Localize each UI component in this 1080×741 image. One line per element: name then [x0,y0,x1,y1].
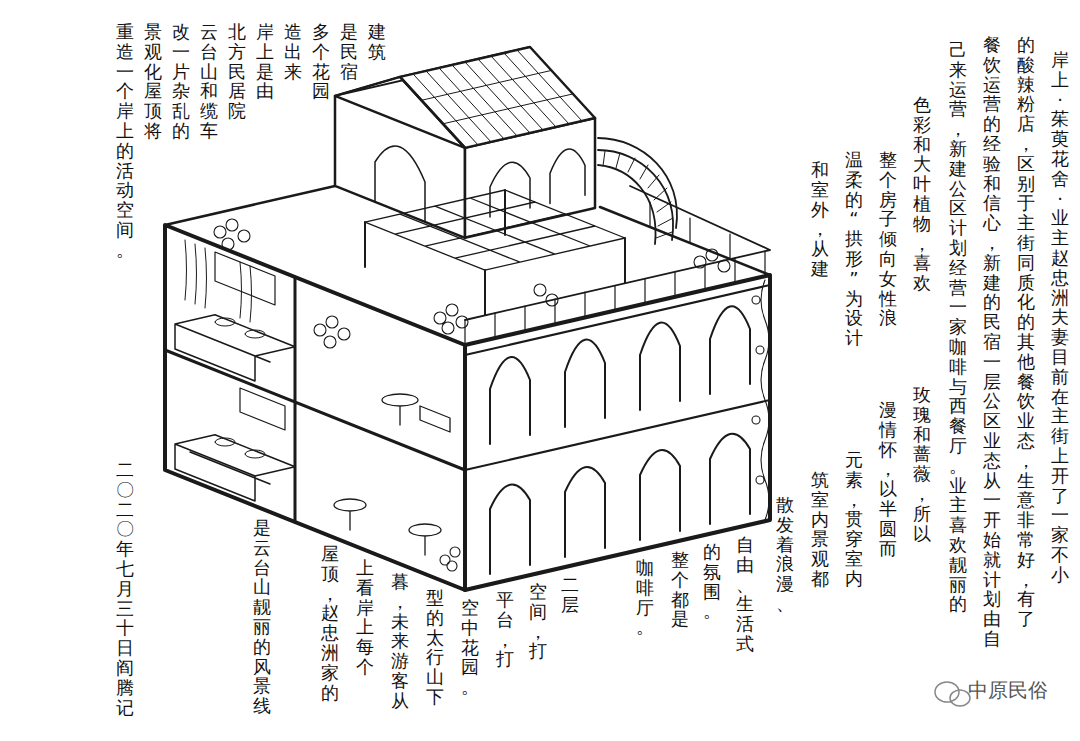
vertical-note: 云台山和缆车 [200,22,218,141]
bed [175,315,295,381]
pergola-grid [365,190,625,270]
vertical-note: 空间，打 [529,582,547,661]
vertical-note: 暮，未来游客从 [391,572,409,711]
vertical-note: 造出来 [284,22,302,81]
cafe-tables [334,499,441,555]
vertical-note: 型的太行山下 [426,588,444,707]
facade-floor-line [465,285,770,470]
stair-steps [603,151,673,238]
vertical-note: 改一片杂乱的 [172,22,190,141]
vertical-note: 的酸辣粉店，区别于主街同质化的其他餐饮业态，生意非常好，有了 [1017,35,1035,629]
vertical-note: 漫情怀，以半圆而 [879,400,897,558]
spiral-stair [598,138,677,244]
railing [465,186,770,320]
vertical-note: 空中花园。 [461,598,479,697]
vertical-note: 岸上·茱萸花舍·业主赵忠洲夫妻目前在主街上开了一家不小 [1051,50,1069,585]
pergola-posts [365,190,625,315]
vertical-note: 屋顶，赵忠洲家的 [321,544,339,702]
rose-vine [752,280,769,520]
lounge-table [382,394,450,432]
vertical-note: 温柔的“拱形”为设计 [845,150,863,348]
window [215,252,285,430]
vertical-note: 自由、生活式 [736,535,754,654]
sketch-lines [165,47,770,590]
vertical-note: 筑室内景观都 [811,470,829,589]
section-frame [165,225,465,590]
vertical-note: 元素，贯穿室内 [845,450,863,589]
vertical-note: 景观化屋顶将 [144,22,162,141]
vertical-note: 二层 [561,575,579,615]
bed [175,435,295,501]
vertical-note: 和室外，从建 [811,160,829,279]
vertical-note: 是民宿 [340,22,358,81]
vertical-note: 是云台山靓丽的风景线 [253,518,271,716]
tiled-roof [400,47,595,148]
curtain [185,240,252,322]
vertical-note: 重造一个岸上的活动空间。 [116,22,134,260]
vertical-note: 建筑 [368,22,386,62]
upper-arches-facade [490,306,750,444]
wechat-icon [935,682,970,706]
pillows [215,318,265,458]
vertical-note: 己来运营，新建公区计划经营一家咖啡与西餐厅。业主喜欢靓丽的 [949,40,967,614]
facade-frame [465,275,770,590]
floor-partition [165,277,465,522]
vertical-note: 散发着浪漫、 [776,495,794,614]
vertical-note: 北方民居院 [228,22,246,121]
gable [335,77,465,148]
vertical-note: 整个房子倾向女性浪 [879,150,897,328]
vertical-note: 咖啡厅。 [636,558,654,637]
roof-tiles [413,50,582,145]
watermark: 中原民俗 [968,678,1048,702]
vertical-note: 色彩和大叶植物，喜欢 [913,95,931,293]
vertical-note: 上看岸上每个 [356,558,374,677]
vertical-note: 餐饮运营的经验和信心，新建的民宿一层公区业态从一开始就计划由自 [983,35,1001,649]
plants [214,219,730,571]
vertical-note: 整个都是 [671,550,689,629]
vertical-note: 玫瑰和蔷薇，所以 [913,385,931,543]
vertical-note: 二〇二〇年七月三十日阎腾记 [116,460,134,717]
vertical-note: 岸上是由 [256,22,274,101]
vertical-note: 多个花园 [312,22,330,101]
railing-posts [465,202,765,345]
vertical-note: 平台，打 [496,590,514,669]
vertical-note: 的氛围。 [703,542,721,621]
